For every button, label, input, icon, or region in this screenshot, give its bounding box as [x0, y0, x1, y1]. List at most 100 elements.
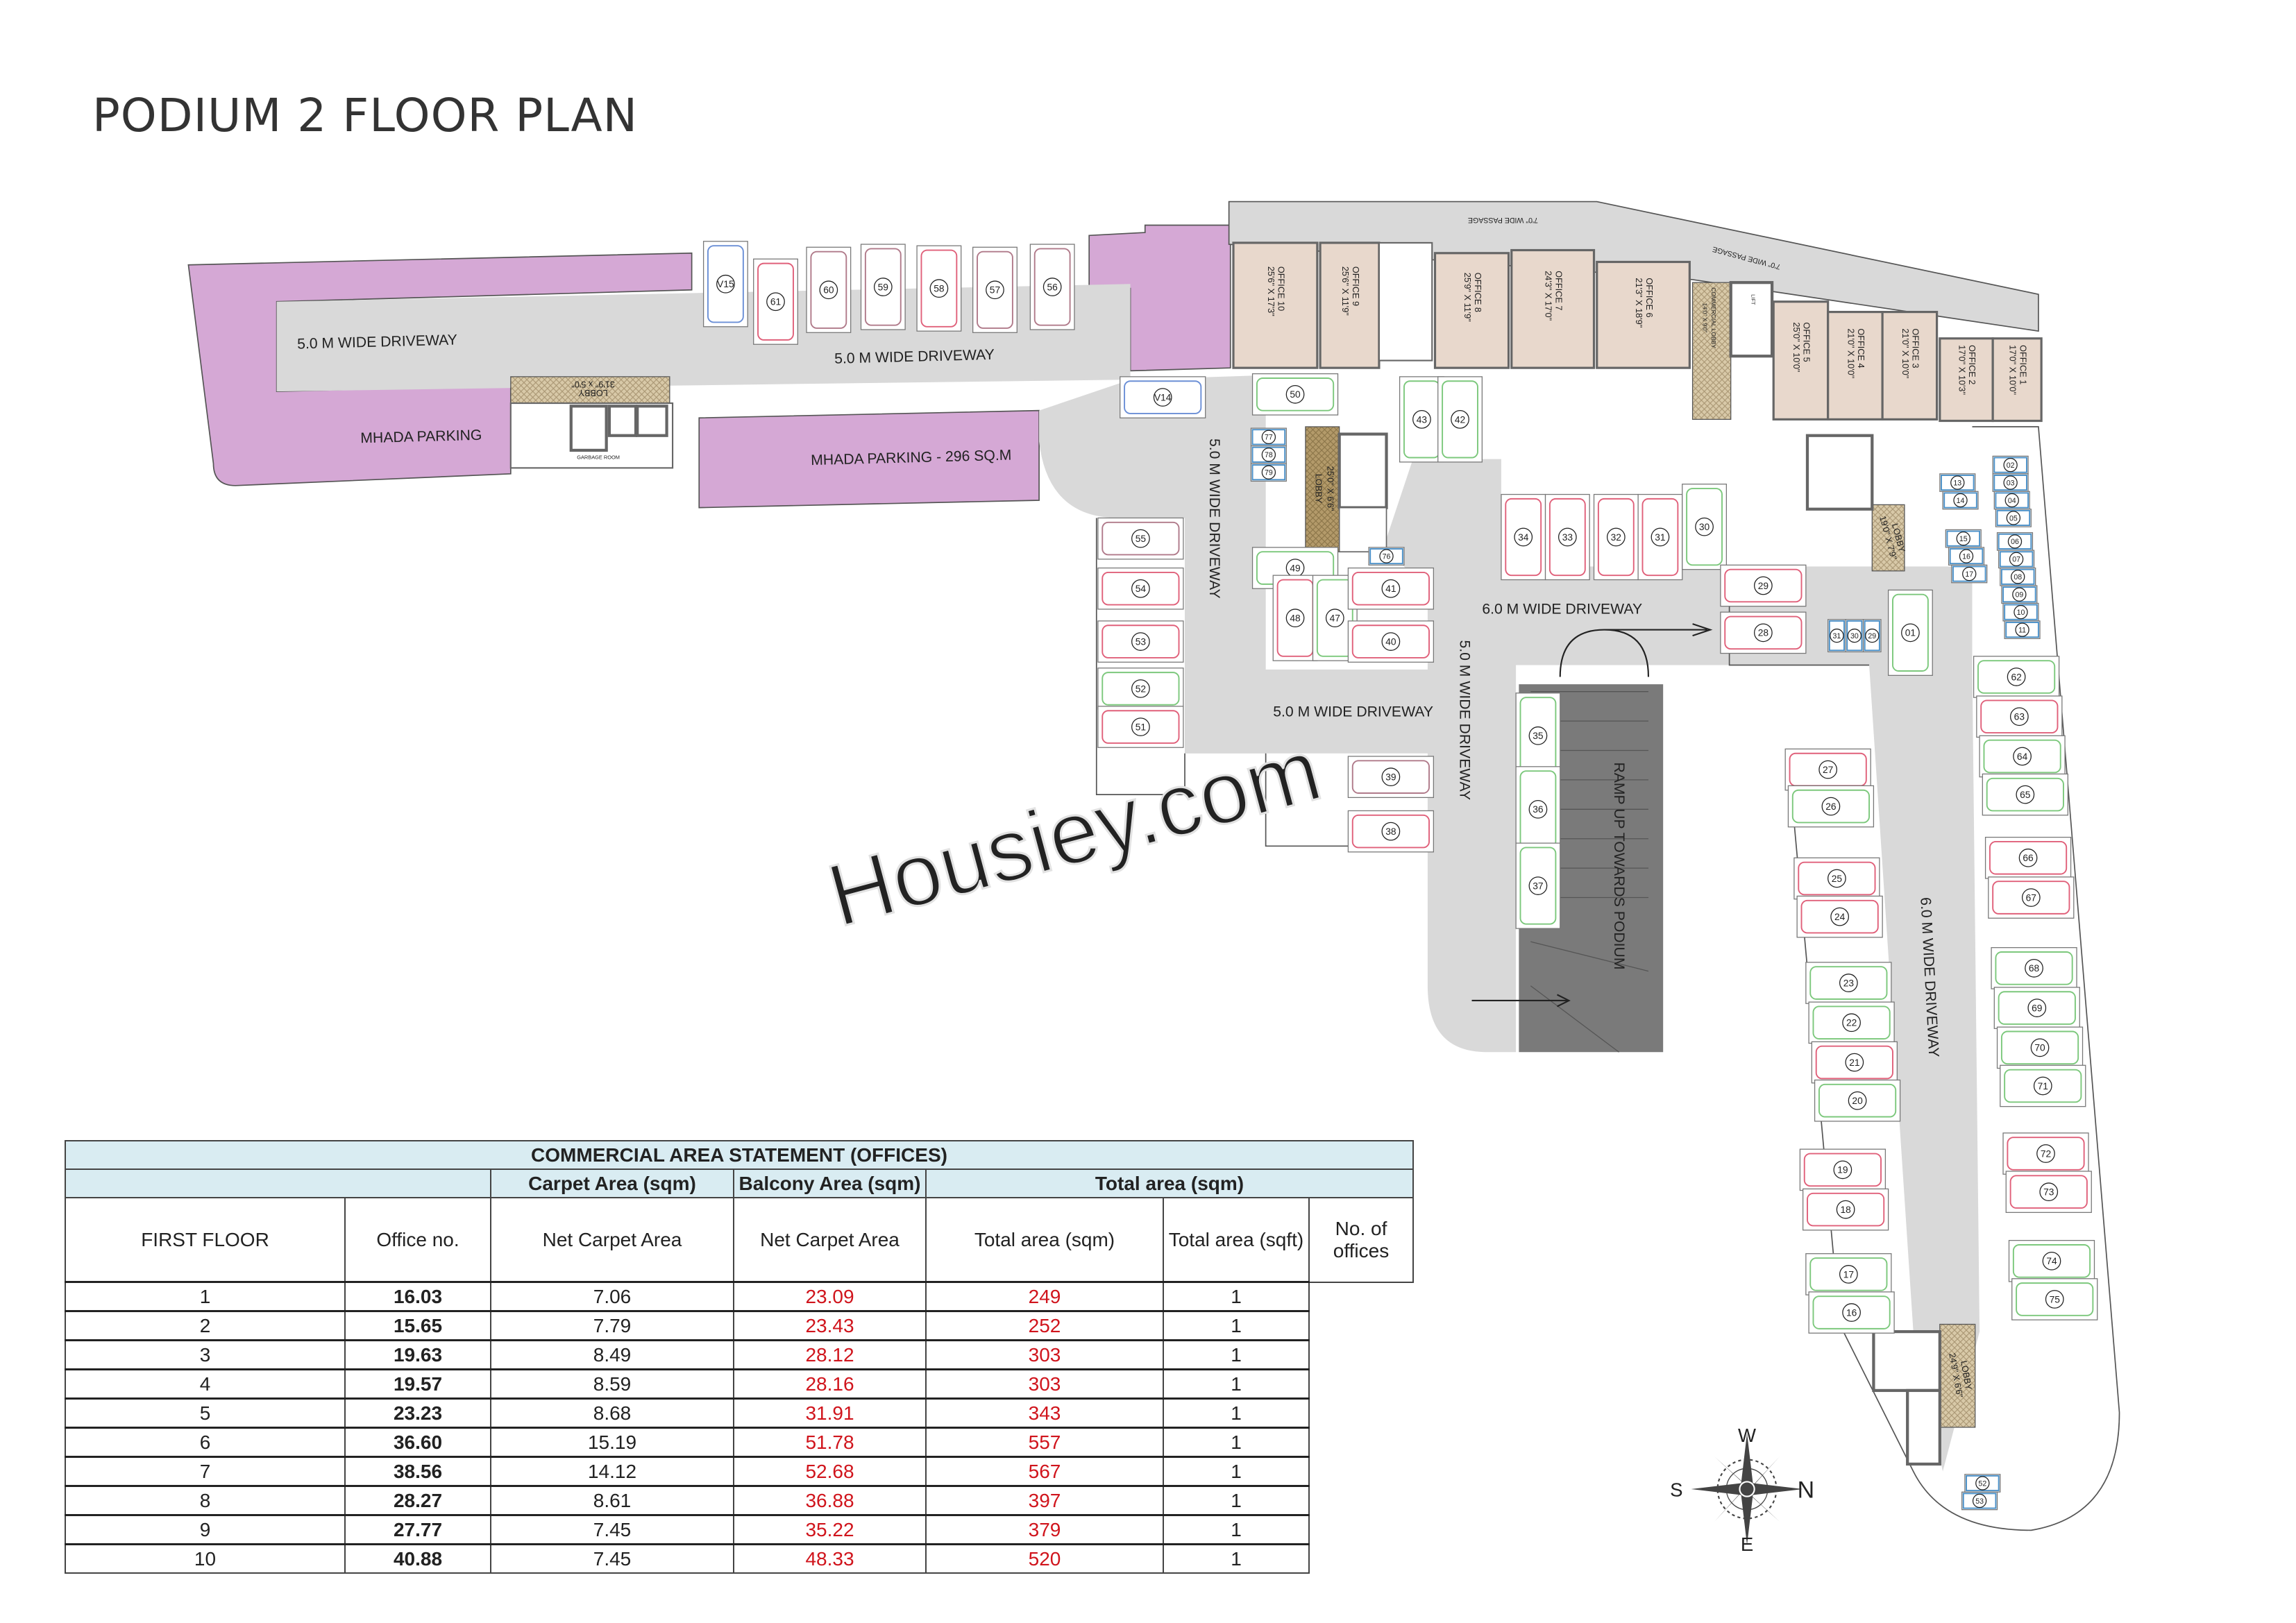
parking-spot-number: 16	[1846, 1307, 1857, 1318]
office-3-room	[1881, 310, 1939, 420]
spot-number-circle	[1953, 493, 1968, 508]
stairs-top	[1378, 241, 1433, 362]
parking-spot: 63	[1976, 695, 2063, 738]
spot-number-circle	[1975, 1476, 1990, 1490]
spot-number-circle	[1847, 628, 1862, 643]
parking-spot: 43	[1399, 376, 1444, 463]
car-icon	[1809, 1257, 1888, 1291]
stairs-bottom	[1872, 1329, 1941, 1393]
parking-spot: 72	[2002, 1132, 2089, 1175]
parking-spot-number: 30	[1699, 522, 1710, 532]
spot-number-circle	[929, 279, 949, 298]
parking-spot-number: 07	[2012, 556, 2020, 564]
parking-spot: 66	[1984, 836, 2072, 879]
spot-number-circle	[1381, 767, 1401, 787]
parking-spot: 53	[1961, 1491, 1998, 1511]
spot-number-circle	[2016, 785, 2035, 804]
office-count-cell: 1	[1163, 1310, 1310, 1341]
parking-spot: 69	[1993, 987, 2080, 1029]
car-icon	[1316, 579, 1353, 657]
compass-s: S	[1670, 1479, 1682, 1501]
parking-spot-number: 09	[2015, 591, 2023, 600]
lobby-right	[1871, 504, 1905, 572]
office-size: 17'0" X 10'0"	[2008, 345, 2018, 395]
parking-spot: 05	[1995, 509, 2032, 527]
car-icon	[1548, 498, 1586, 577]
compass-w: W	[1738, 1425, 1756, 1446]
two-wheeler-icon	[1828, 620, 1845, 652]
commercial-lobby-label: COMMERCIAL LOBBY	[1710, 287, 1717, 348]
parking-spot: 29	[1862, 619, 1882, 653]
parking-spot-number: 47	[1330, 613, 1340, 624]
parking-bay	[1887, 589, 1933, 676]
spot-number-circle	[1379, 549, 1394, 563]
car-icon	[1791, 789, 1871, 824]
spot-number-circle	[1381, 632, 1401, 651]
spot-number-circle	[1842, 1013, 1861, 1033]
header-total-sqm: Total area (sqm)	[925, 1197, 1164, 1283]
parking-spot-number: 54	[1136, 584, 1147, 594]
parking-spot: 42	[1437, 376, 1483, 463]
car-icon	[1519, 847, 1557, 925]
spot-number-circle	[1695, 517, 1714, 536]
office-count-cell: 1	[1163, 1427, 1310, 1458]
driveway-6m	[1383, 459, 1973, 1053]
total-sqm-cell: 35.22	[733, 1514, 927, 1545]
parking-spot-number: 52	[1136, 683, 1146, 694]
lift-left-3	[636, 405, 668, 437]
spot-number-circle	[2009, 552, 2024, 567]
traffic-arrow	[1559, 623, 1713, 677]
table-band-empty	[65, 1169, 491, 1198]
parking-spot-number: 79	[1265, 469, 1273, 477]
parking-spot-number: 65	[2020, 790, 2031, 800]
office-name: OFFICE 2	[1967, 345, 1977, 384]
parking-spot-number: V14	[1154, 392, 1172, 402]
parking-spot-number: 48	[1290, 613, 1301, 624]
spot-number-circle	[1514, 527, 1533, 547]
driveway-6m-vertical	[1869, 665, 1980, 1472]
car-icon	[1505, 498, 1542, 577]
parking-spot: 30	[1682, 484, 1727, 570]
total-sqm-cell: 36.88	[733, 1485, 927, 1516]
spot-number-circle	[1325, 609, 1344, 628]
office-name: OFFICE 8	[1473, 273, 1483, 312]
car-icon	[1442, 380, 1478, 459]
total-sqm-cell: 23.09	[733, 1281, 927, 1312]
car-icon	[1101, 521, 1180, 556]
office-no-cell: 8	[65, 1485, 346, 1516]
parking-spot: 34	[1501, 493, 1546, 581]
spot-number-circle	[2007, 534, 2023, 549]
parking-spot: 16	[1948, 547, 1985, 566]
header-net-carpet-balcony: Net Carpet Area	[733, 1197, 927, 1283]
spot-number-circle	[2036, 1144, 2055, 1163]
office-size: 25'6" X 11'9"	[1340, 266, 1351, 316]
spot-number-circle	[1261, 448, 1276, 462]
office-no-cell: 6	[65, 1427, 346, 1458]
spot-number-circle	[1131, 679, 1150, 698]
floor-label: FIRST FLOOR	[65, 1197, 346, 1283]
driveway-middle	[1185, 669, 1472, 754]
parking-spot-number: 61	[770, 297, 781, 307]
two-wheeler-icon	[1952, 566, 1986, 582]
total-sqm-cell: 31.91	[733, 1397, 927, 1429]
parking-spot-number: 42	[1455, 414, 1465, 425]
parking-spot: 32	[1593, 493, 1639, 581]
lift-label: LIFT	[1750, 294, 1756, 305]
parking-spot: 33	[1544, 493, 1590, 581]
parking-spot: 20	[1814, 1079, 1901, 1122]
parking-spot: 38	[1347, 810, 1435, 853]
total-sqft-cell: 567	[925, 1456, 1164, 1487]
parking-spot-number: 49	[1290, 563, 1300, 573]
two-wheeler-icon	[1962, 1493, 1997, 1509]
parking-spot: 37	[1515, 842, 1561, 929]
parking-spot: 19	[1799, 1148, 1886, 1191]
total-sqft-cell: 520	[925, 1543, 1164, 1574]
parking-spot-number: 58	[934, 284, 945, 294]
spot-number-circle	[2011, 570, 2025, 584]
parking-spot: 56	[1029, 244, 1075, 330]
ramp-lines	[1530, 691, 1649, 1053]
spot-number-circle	[1962, 566, 1977, 581]
car-icon	[1812, 1295, 1891, 1329]
parking-spot: 52	[1097, 668, 1184, 710]
